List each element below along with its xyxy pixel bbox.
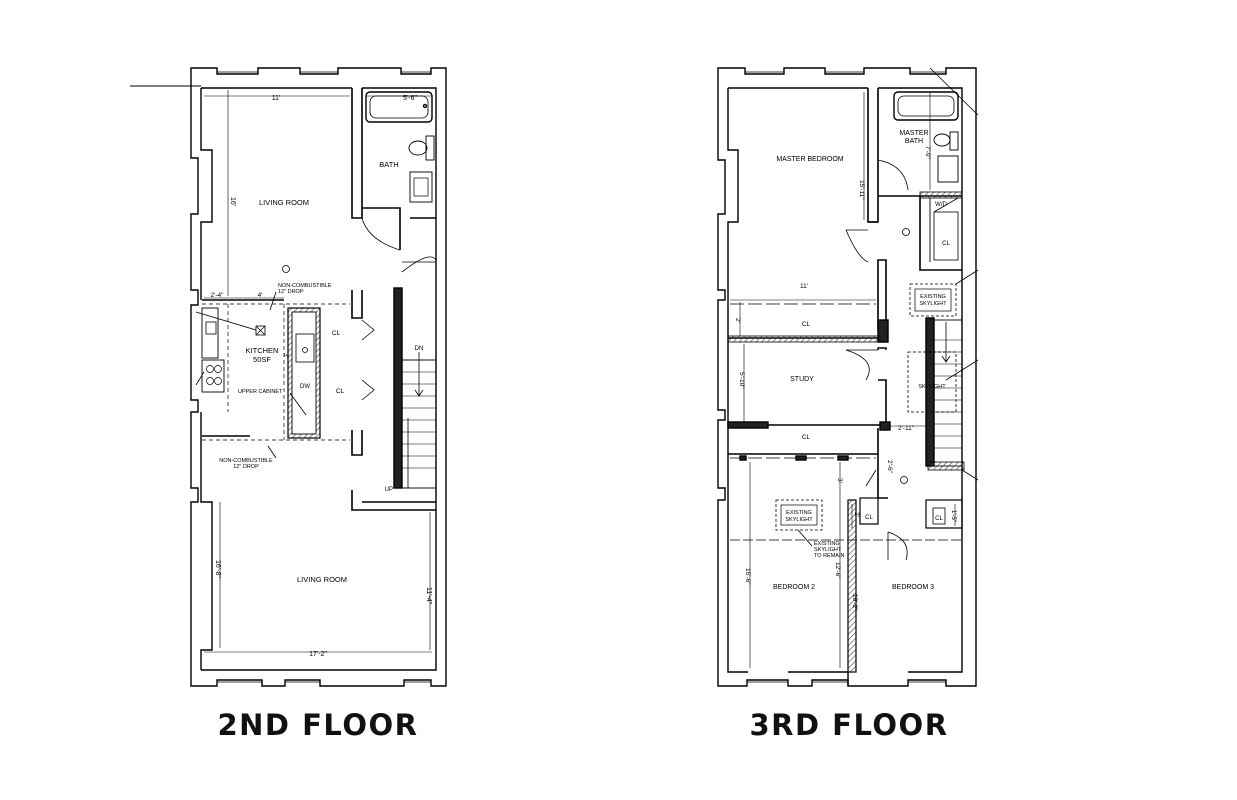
note-skylight-2: SKYLIGHT [814, 547, 842, 553]
label-existing-skylight-1a: EXISTING [920, 294, 946, 300]
label-cl-b3: CL [935, 516, 943, 522]
dim-bath-width: 5'-6" [403, 95, 417, 102]
dim-b2-a: 3' [836, 478, 843, 483]
dim-closet-depth: 2' [734, 318, 741, 323]
dim-kitchen-depth: 3' [282, 353, 289, 358]
note-drop-2: 12" DROP [233, 464, 259, 470]
note-upper-cabinet: UPPER CABINET [238, 389, 283, 395]
dim-b2-b: 12'-6" [834, 562, 841, 579]
dim-soffit-b: 4' [258, 292, 263, 299]
dim-master-bath-height: 7'-9" [924, 146, 931, 160]
label-cl-small: CL [865, 515, 873, 521]
room-label-living-room-top: LIVING ROOM [259, 198, 309, 207]
label-cl-closet-1: CL [802, 321, 811, 328]
label-skylight-stair: SKYLIGHT [918, 384, 946, 390]
room-label-living-room-bottom: LIVING ROOM [297, 575, 347, 584]
dim-height-bottom: 16'-8" [214, 560, 221, 578]
note-drop-1: 12" DROP [278, 289, 304, 295]
floor-title-3rd: 3RD FLOOR [749, 708, 949, 742]
room-label-study: STUDY [790, 376, 814, 383]
dim-width-top: 11' [272, 95, 281, 102]
floor-plan-3rd: MASTER BEDROOM MASTER BATH W/D CL CL EXI… [717, 67, 979, 687]
dim-master-height: 15'-11" [858, 180, 865, 200]
note-skylight-1: EXISTING [814, 541, 840, 547]
dim-height-right: 11'-4" [425, 587, 432, 605]
dim-hall-depth: 2'-6" [886, 460, 893, 474]
dim-b2-height: 15'-6" [744, 568, 751, 585]
label-cl-1: CL [332, 330, 341, 337]
label-wd: W/D [935, 202, 947, 208]
note-non-combustible-1: NON-COMBUSTIBLE [278, 283, 332, 289]
room-label-kitchen-area: 50SF [253, 355, 271, 364]
room-label-master-bath-1: MASTER [899, 130, 928, 137]
label-cl-closet-2: CL [802, 434, 811, 441]
room-label-master-bedroom: MASTER BEDROOM [776, 156, 843, 163]
dim-b3-a: 2' [853, 512, 860, 517]
floor-plan-2nd: LIVING ROOM BATH KITCHEN 50SF NON-COMBUS… [130, 67, 447, 687]
label-cl-2: CL [336, 388, 345, 395]
exterior-walls-3rd [717, 67, 977, 687]
room-label-master-bath-2: BATH [905, 138, 923, 145]
dim-soffit-a: 2'-4" [211, 292, 225, 299]
label-dn: DN [415, 346, 424, 352]
label-dw: DW [300, 384, 310, 390]
floor-title-2nd: 2ND FLOOR [217, 708, 419, 742]
label-cl-wd: CL [942, 241, 950, 247]
room-label-bedroom-3: BEDROOM 3 [892, 584, 934, 591]
dim-height-top: 16' [229, 197, 236, 206]
note-skylight-3: TO REMAIN [814, 553, 844, 559]
room-label-kitchen: KITCHEN [246, 346, 279, 355]
label-existing-skylight-2a: EXISTING [786, 510, 812, 516]
room-label-bath: BATH [379, 160, 398, 169]
dim-hall-width: 2'-11" [898, 425, 915, 432]
label-existing-skylight-2b: SKYLIGHT [785, 517, 813, 523]
note-non-combustible-2: NON-COMBUSTIBLE [219, 458, 273, 464]
dim-study-height: 5'-10" [738, 372, 745, 389]
dim-width-bottom: 17'-2" [309, 651, 327, 658]
room-label-bedroom-2: BEDROOM 2 [773, 584, 815, 591]
label-up: UP [385, 487, 393, 493]
dim-cl: 1'-5" [950, 510, 956, 522]
dim-width: 11' [800, 283, 808, 290]
label-existing-skylight-1b: SKYLIGHT [919, 301, 947, 307]
dim-b3-height: 10'-2" [851, 594, 858, 611]
